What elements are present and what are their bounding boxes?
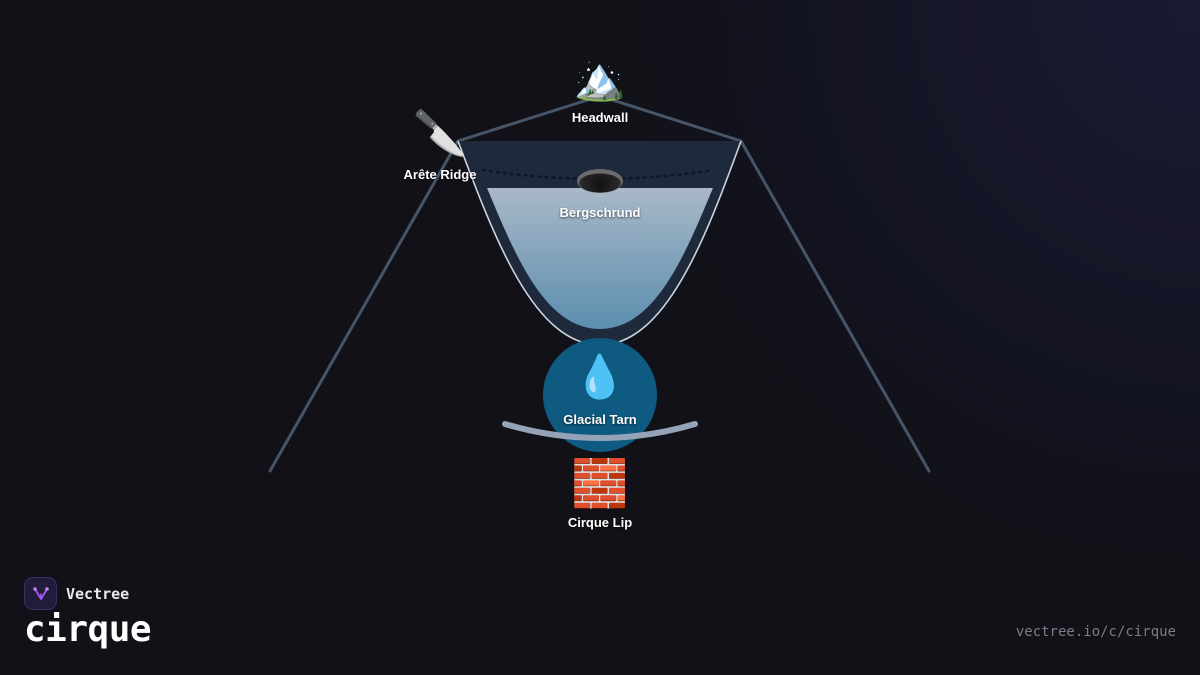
knife-icon: 🔪 bbox=[412, 108, 468, 159]
cirque-lip-arc bbox=[502, 421, 698, 441]
ice-fill bbox=[487, 188, 713, 329]
arete-ridge-label: Arête Ridge bbox=[403, 167, 477, 182]
headwall-label: Headwall bbox=[571, 110, 629, 125]
bergschrund-line bbox=[481, 168, 715, 181]
glacial-tarn-circle bbox=[543, 338, 657, 452]
page-title: cirque bbox=[24, 609, 152, 650]
brand: Vectree bbox=[24, 577, 129, 610]
brand-name: Vectree bbox=[66, 584, 130, 603]
cirque-lip-label: Cirque Lip bbox=[567, 515, 633, 530]
brick-wall-icon: 🧱 bbox=[571, 456, 629, 510]
ridge-lines bbox=[268, 94, 931, 473]
vectree-logo-icon bbox=[24, 577, 57, 610]
mountain-icon: 🏔️ bbox=[573, 54, 627, 103]
page-url[interactable]: vectree.io/c/cirque bbox=[1015, 624, 1176, 640]
droplet-icon: 💧 bbox=[573, 352, 627, 401]
bergschrund-label: Bergschrund bbox=[559, 205, 641, 220]
glacial-tarn-label: Glacial Tarn bbox=[563, 412, 637, 427]
crevasse-hole-icon bbox=[577, 169, 623, 193]
